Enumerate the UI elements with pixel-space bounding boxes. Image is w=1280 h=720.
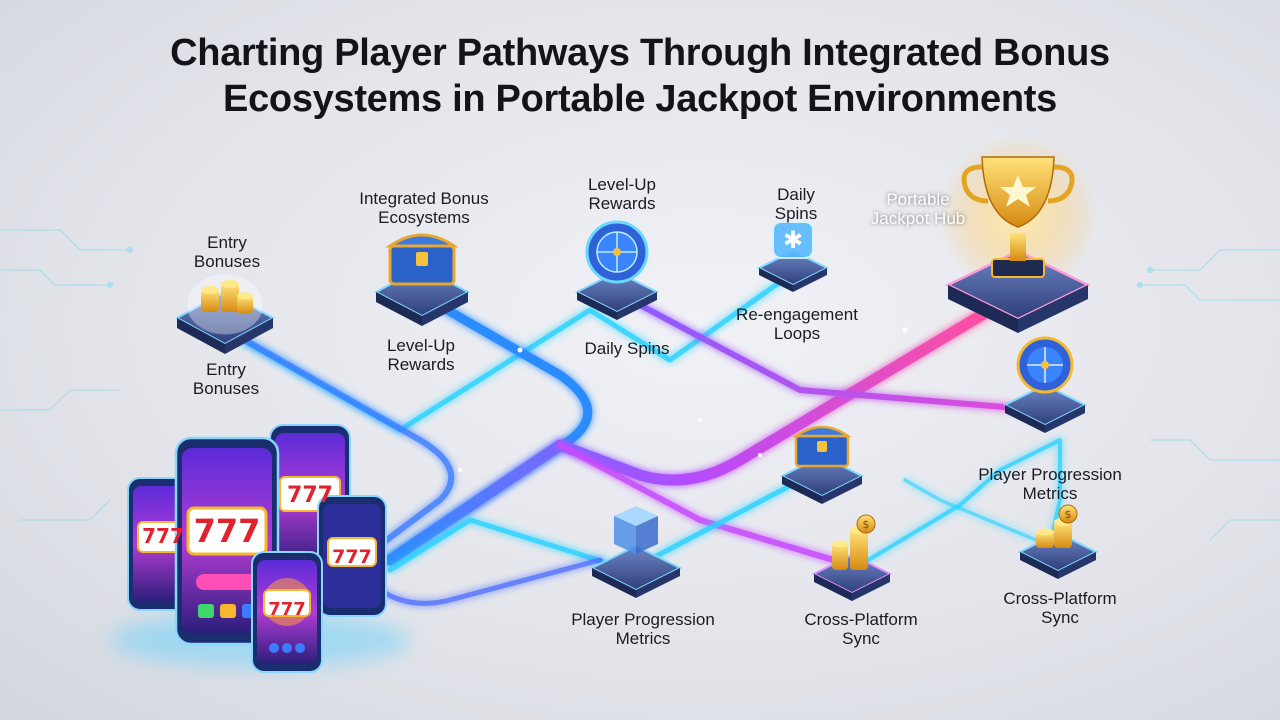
slot-reel-main: 777 xyxy=(194,512,261,550)
node-jackpot-hub xyxy=(938,135,1098,333)
svg-text:$: $ xyxy=(863,518,870,531)
treasure-chest-icon xyxy=(796,427,848,466)
label-integrated-bonus: Integrated Bonus Ecosystems xyxy=(359,189,488,227)
slot-reel-right: 777 xyxy=(332,546,372,568)
node-right-wheel xyxy=(1005,338,1085,433)
prize-wheel-icon xyxy=(1018,338,1072,392)
slot-reel-back-right: 777 xyxy=(287,483,333,508)
path-entry-to-spins xyxy=(225,275,790,430)
label-player-progression-right: Player Progression Metrics xyxy=(978,465,1122,503)
label-entry-bonuses-bottom: Entry Bonuses xyxy=(193,360,259,398)
label-cross-platform-center: Cross-Platform Sync xyxy=(804,610,917,648)
label-cross-platform-right: Cross-Platform Sync xyxy=(1003,589,1116,627)
label-reengagement: Re-engagement Loops xyxy=(736,305,858,343)
svg-text:✱: ✱ xyxy=(783,226,803,254)
label-levelup-mid: Level-Up Rewards xyxy=(387,336,455,374)
label-player-progression-bottom: Player Progression Metrics xyxy=(571,610,715,648)
prize-wheel-icon xyxy=(587,222,647,282)
slot-reel-front: 777 xyxy=(268,599,306,620)
data-cube-icon xyxy=(614,506,658,554)
treasure-chest-icon xyxy=(390,235,454,284)
phones-cluster: 777 777 777 777 777 xyxy=(110,425,410,672)
node-entry-bonuses xyxy=(177,274,273,354)
node-levelup-wheel xyxy=(577,222,657,320)
label-levelup-top: Level-Up Rewards xyxy=(588,175,656,213)
spin-token-icon: ✱ xyxy=(773,222,813,258)
label-daily-spins-top: Daily Spins xyxy=(775,185,818,223)
node-daily-spins: ✱ xyxy=(759,222,827,292)
slot-reel-back-left: 777 xyxy=(142,524,184,548)
node-mid-chest xyxy=(782,427,862,504)
path-bottom-loop xyxy=(380,560,600,603)
label-daily-spins-mid: Daily Spins xyxy=(584,339,669,358)
label-jackpot-hub: Portable Jackpot Hub xyxy=(871,190,966,228)
label-entry-bonuses-top: Entry Bonuses xyxy=(194,233,260,271)
svg-text:$: $ xyxy=(1065,508,1072,521)
